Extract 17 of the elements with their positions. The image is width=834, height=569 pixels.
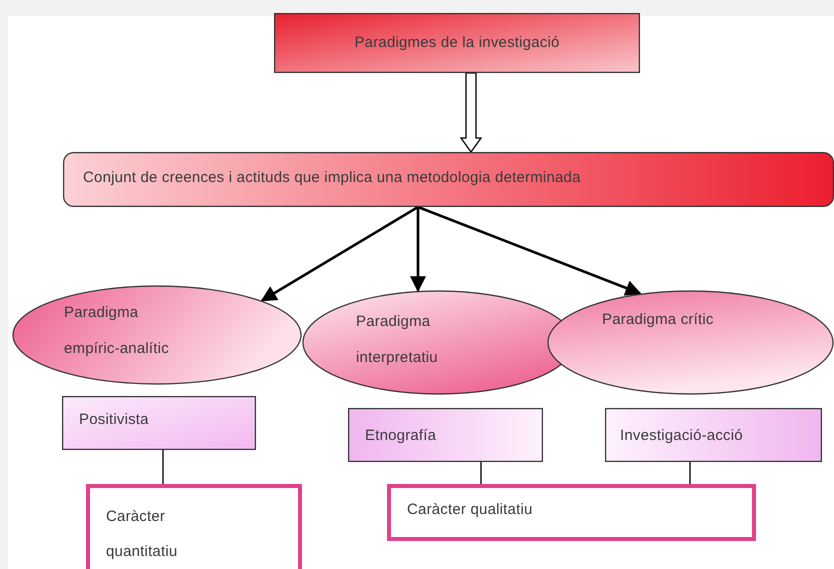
node-label: Paradigma crític <box>602 310 714 330</box>
node-label: Investigació-acció <box>620 426 743 446</box>
connector-line <box>689 462 691 484</box>
connector-line <box>480 462 482 484</box>
block-arrow <box>460 72 482 154</box>
node-label: Paradigma interpretatiu <box>356 312 439 368</box>
arrow <box>260 206 419 302</box>
node-label: Paradigma empíric-analític <box>64 303 170 359</box>
node-label: Paradigmes de la investigació <box>354 33 560 52</box>
arrow <box>418 206 642 296</box>
node-label: Caràcter quantitatiu <box>106 507 178 562</box>
node-label: Etnografía <box>365 426 436 446</box>
connector-line <box>162 450 164 484</box>
node-label: Positivista <box>79 410 149 430</box>
arrow <box>410 207 426 292</box>
node-label: Caràcter qualitatiu <box>407 500 533 520</box>
node-label: Conjunt de creences i actituds que implica una metodologia determinada <box>83 168 581 188</box>
